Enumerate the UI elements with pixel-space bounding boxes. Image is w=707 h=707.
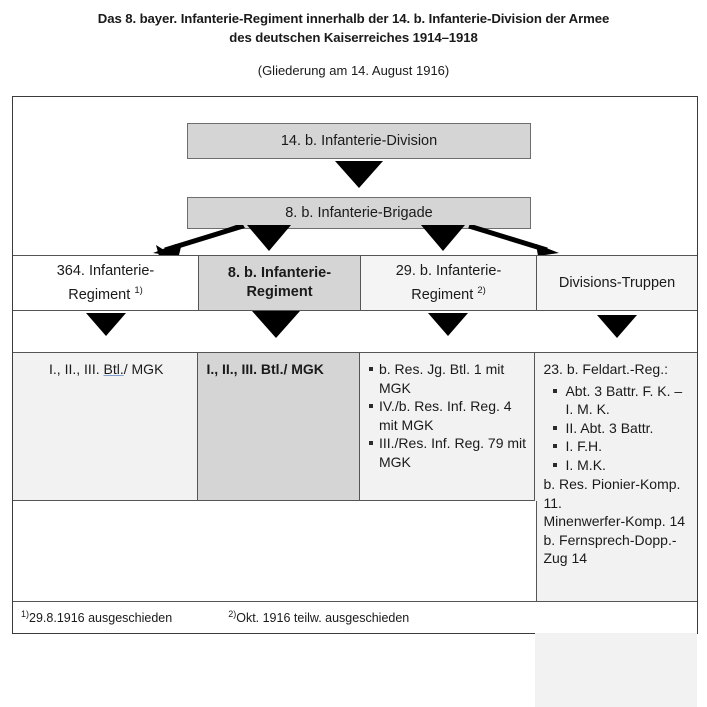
cell-divisions-truppen-units: 23. b. Feldart.-Reg.: Abt. 3 Battr. F. K… bbox=[535, 353, 697, 707]
column-header-8b-line2: Regiment bbox=[246, 284, 313, 300]
cell-364-prefix: I., II., III. bbox=[49, 361, 104, 377]
arrow-col1-down-icon bbox=[86, 313, 126, 336]
list-item: b. Res. Jg. Btl. 1 mit MGK bbox=[368, 360, 528, 397]
cell-8b-regiment-units: I., II., III. Btl./ MGK bbox=[198, 353, 360, 501]
tail-line: b. Res. Pionier-Komp. 11. bbox=[543, 476, 681, 511]
cell-364-btl-link[interactable]: Btl. bbox=[103, 361, 124, 377]
cell-29b-regiment-units: b. Res. Jg. Btl. 1 mit MGK IV./b. Res. I… bbox=[359, 353, 536, 501]
cell-divisions-truppen-regiment-title: 23. b. Feldart.-Reg.: bbox=[543, 361, 668, 377]
cell-divisions-truppen-tail: b. Res. Pionier-Komp. 11. Minenwerfer-Ko… bbox=[543, 475, 691, 568]
column-header-divisions-truppen-label: Divisions-Truppen bbox=[558, 274, 676, 291]
list-item: IV./b. Res. Inf. Reg. 4 mit MGK bbox=[368, 397, 528, 434]
column-header-364-line1: 364. Infanterie- bbox=[56, 262, 155, 279]
cell-divisions-truppen-bullet-list: Abt. 3 Battr. F. K. – I. M. K. II. Abt. … bbox=[543, 382, 691, 475]
org-chart-frame: 14. b. Infanterie-Division 8. b. Infante… bbox=[12, 96, 698, 707]
cell-8b-text: I., II., III. Btl./ MGK bbox=[206, 361, 324, 377]
column-header-divisions-truppen[interactable]: Divisions-Truppen bbox=[537, 256, 697, 310]
tail-line: Minenwerfer-Komp. 14 bbox=[543, 513, 686, 529]
cell-364-suffix: / MGK bbox=[123, 361, 164, 377]
column-header-364-regiment[interactable]: 364. Infanterie- Regiment 1) bbox=[13, 256, 199, 310]
list-item: Abt. 3 Battr. F. K. – I. M. K. bbox=[543, 382, 691, 419]
column-header-29b-line1: 29. b. Infanterie- bbox=[395, 262, 502, 279]
page-title-line2: des deutschen Kaiserreiches 1914–1918 bbox=[229, 30, 478, 45]
column-header-29b-footnote-marker: 2) bbox=[477, 284, 486, 296]
footnote-2-text: Okt. 1916 teilw. ausgeschieden bbox=[236, 611, 410, 626]
arrow-splay-icon bbox=[153, 225, 559, 256]
arrow-division-to-brigade-icon bbox=[335, 161, 383, 188]
footnote-1-marker: 1) bbox=[21, 609, 30, 620]
cell-364-regiment-units: I., II., III. Btl./ MGK bbox=[13, 353, 199, 501]
title-block: Das 8. bayer. Infanterie-Regiment innerh… bbox=[0, 0, 707, 79]
footnote-1-text: 29.8.1916 ausgeschieden bbox=[29, 611, 173, 626]
arrow-to-col3-icon bbox=[421, 225, 465, 251]
footnote-1: 1)29.8.1916 ausgeschieden bbox=[21, 609, 172, 625]
arrow-band-row bbox=[13, 311, 697, 353]
list-item: I. F.H. bbox=[543, 437, 691, 456]
arrow-col3-down-icon bbox=[428, 313, 468, 336]
content-row: I., II., III. Btl./ MGK I., II., III. Bt… bbox=[13, 353, 697, 707]
page-title: Das 8. bayer. Infanterie-Regiment innerh… bbox=[40, 9, 667, 47]
node-division-label: 14. b. Infanterie-Division bbox=[280, 132, 438, 149]
column-header-29b-line2: Regiment bbox=[411, 286, 474, 303]
footnote-2-marker: 2) bbox=[228, 609, 237, 620]
node-brigade: 8. b. Infanterie-Brigade bbox=[187, 197, 531, 229]
page-subtitle: (Gliederung am 14. August 1916) bbox=[257, 63, 450, 78]
list-item: I. M.K. bbox=[543, 456, 691, 475]
footnote-row: 1)29.8.1916 ausgeschieden 2)Okt. 1916 te… bbox=[13, 601, 697, 633]
column-header-8b-regiment[interactable]: 8. b. Infanterie- Regiment bbox=[199, 256, 361, 310]
footnote-2: 2)Okt. 1916 teilw. ausgeschieden bbox=[228, 609, 409, 625]
arrow-col4-down-icon bbox=[597, 315, 637, 338]
column-header-row: 364. Infanterie- Regiment 1) 8. b. Infan… bbox=[13, 255, 697, 311]
column-header-8b-line1: 8. b. Infanterie- bbox=[227, 265, 332, 281]
arrow-col2-down-icon bbox=[252, 311, 300, 338]
cell-29b-bullet-list: b. Res. Jg. Btl. 1 mit MGK IV./b. Res. I… bbox=[368, 360, 528, 471]
column-header-364-footnote-marker: 1) bbox=[134, 284, 143, 296]
node-division: 14. b. Infanterie-Division bbox=[187, 123, 531, 159]
column-header-364-line2: Regiment bbox=[68, 286, 131, 303]
node-brigade-label: 8. b. Infanterie-Brigade bbox=[285, 204, 433, 221]
page-title-line1: Das 8. bayer. Infanterie-Regiment innerh… bbox=[97, 11, 610, 26]
tail-line: b. Fernsprech-Dopp.-Zug 14 bbox=[543, 531, 677, 567]
list-item: III./Res. Inf. Reg. 79 mit MGK bbox=[368, 434, 528, 471]
arrow-to-col2-icon bbox=[247, 225, 291, 251]
column-header-29b-regiment[interactable]: 29. b. Infanterie- Regiment 2) bbox=[361, 256, 537, 310]
list-item: II. Abt. 3 Battr. bbox=[543, 419, 691, 438]
